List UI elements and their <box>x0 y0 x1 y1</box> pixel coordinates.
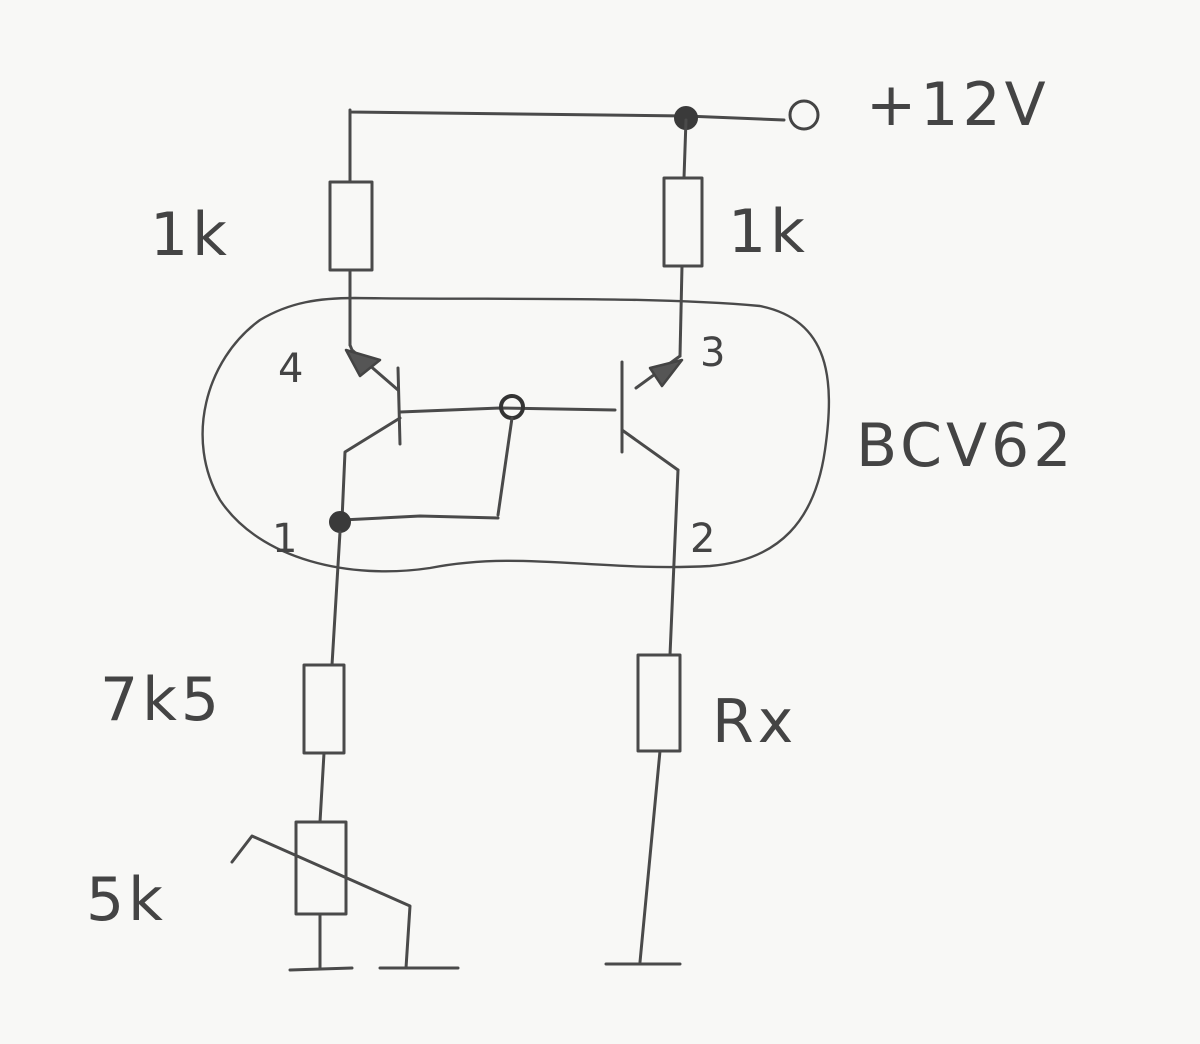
resistor-right-1k <box>662 176 704 268</box>
trimmer-label: 5k <box>86 865 167 935</box>
supply-label: +12V <box>866 70 1050 140</box>
left-emitter-arrow <box>344 348 382 378</box>
bias-resistor-label: 7k5 <box>100 665 223 735</box>
resistor-bias-7k5 <box>302 663 346 755</box>
pin1-junction-dot <box>329 511 351 533</box>
base-link <box>340 394 617 522</box>
load-resistor-label: Rx <box>712 687 797 757</box>
right-pnp-transistor <box>620 354 684 472</box>
supply-terminal <box>788 99 820 131</box>
right-collector-branch <box>662 118 704 358</box>
supply-rail <box>348 99 820 131</box>
right-resistor-label: 1k <box>728 197 809 267</box>
pin-2-label: 2 <box>690 516 715 562</box>
pin-1-label: 1 <box>272 516 297 562</box>
pin-4-label: 4 <box>278 346 303 392</box>
resistor-load-rx <box>636 653 682 753</box>
ic-part-label: BCV62 <box>856 411 1075 481</box>
ic-package-outline <box>201 296 831 573</box>
load-branch <box>604 468 682 966</box>
left-pnp-transistor <box>340 343 402 522</box>
left-resistor-label: 1k <box>150 200 231 270</box>
bias-chain <box>230 511 460 972</box>
left-collector-branch <box>328 110 374 347</box>
resistor-left-1k <box>328 180 374 272</box>
pin-3-label: 3 <box>700 330 725 376</box>
right-emitter-arrow <box>648 358 684 388</box>
